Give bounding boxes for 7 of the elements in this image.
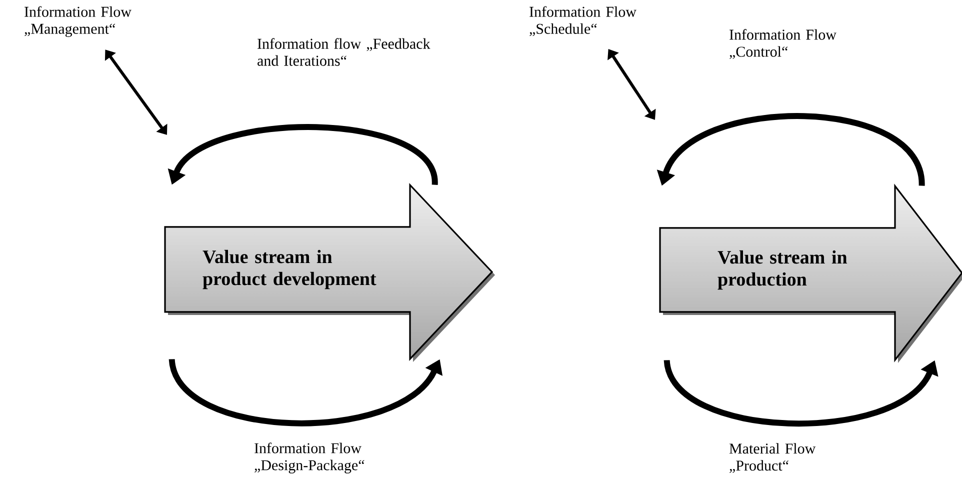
flow-label: Information Flow „Management“ bbox=[24, 6, 132, 37]
edge-label: Material Flow „Product“ bbox=[729, 443, 816, 473]
flow-label: Information Flow „Schedule“ bbox=[530, 6, 636, 36]
edge-label: Information Flow „Control“ bbox=[730, 29, 836, 59]
edge-label: Information flow „Feedback and Iterations“ bbox=[258, 38, 430, 66]
double-arrow bbox=[104, 50, 168, 135]
edge-label: Information Flow „Design-Package“ bbox=[254, 442, 364, 474]
